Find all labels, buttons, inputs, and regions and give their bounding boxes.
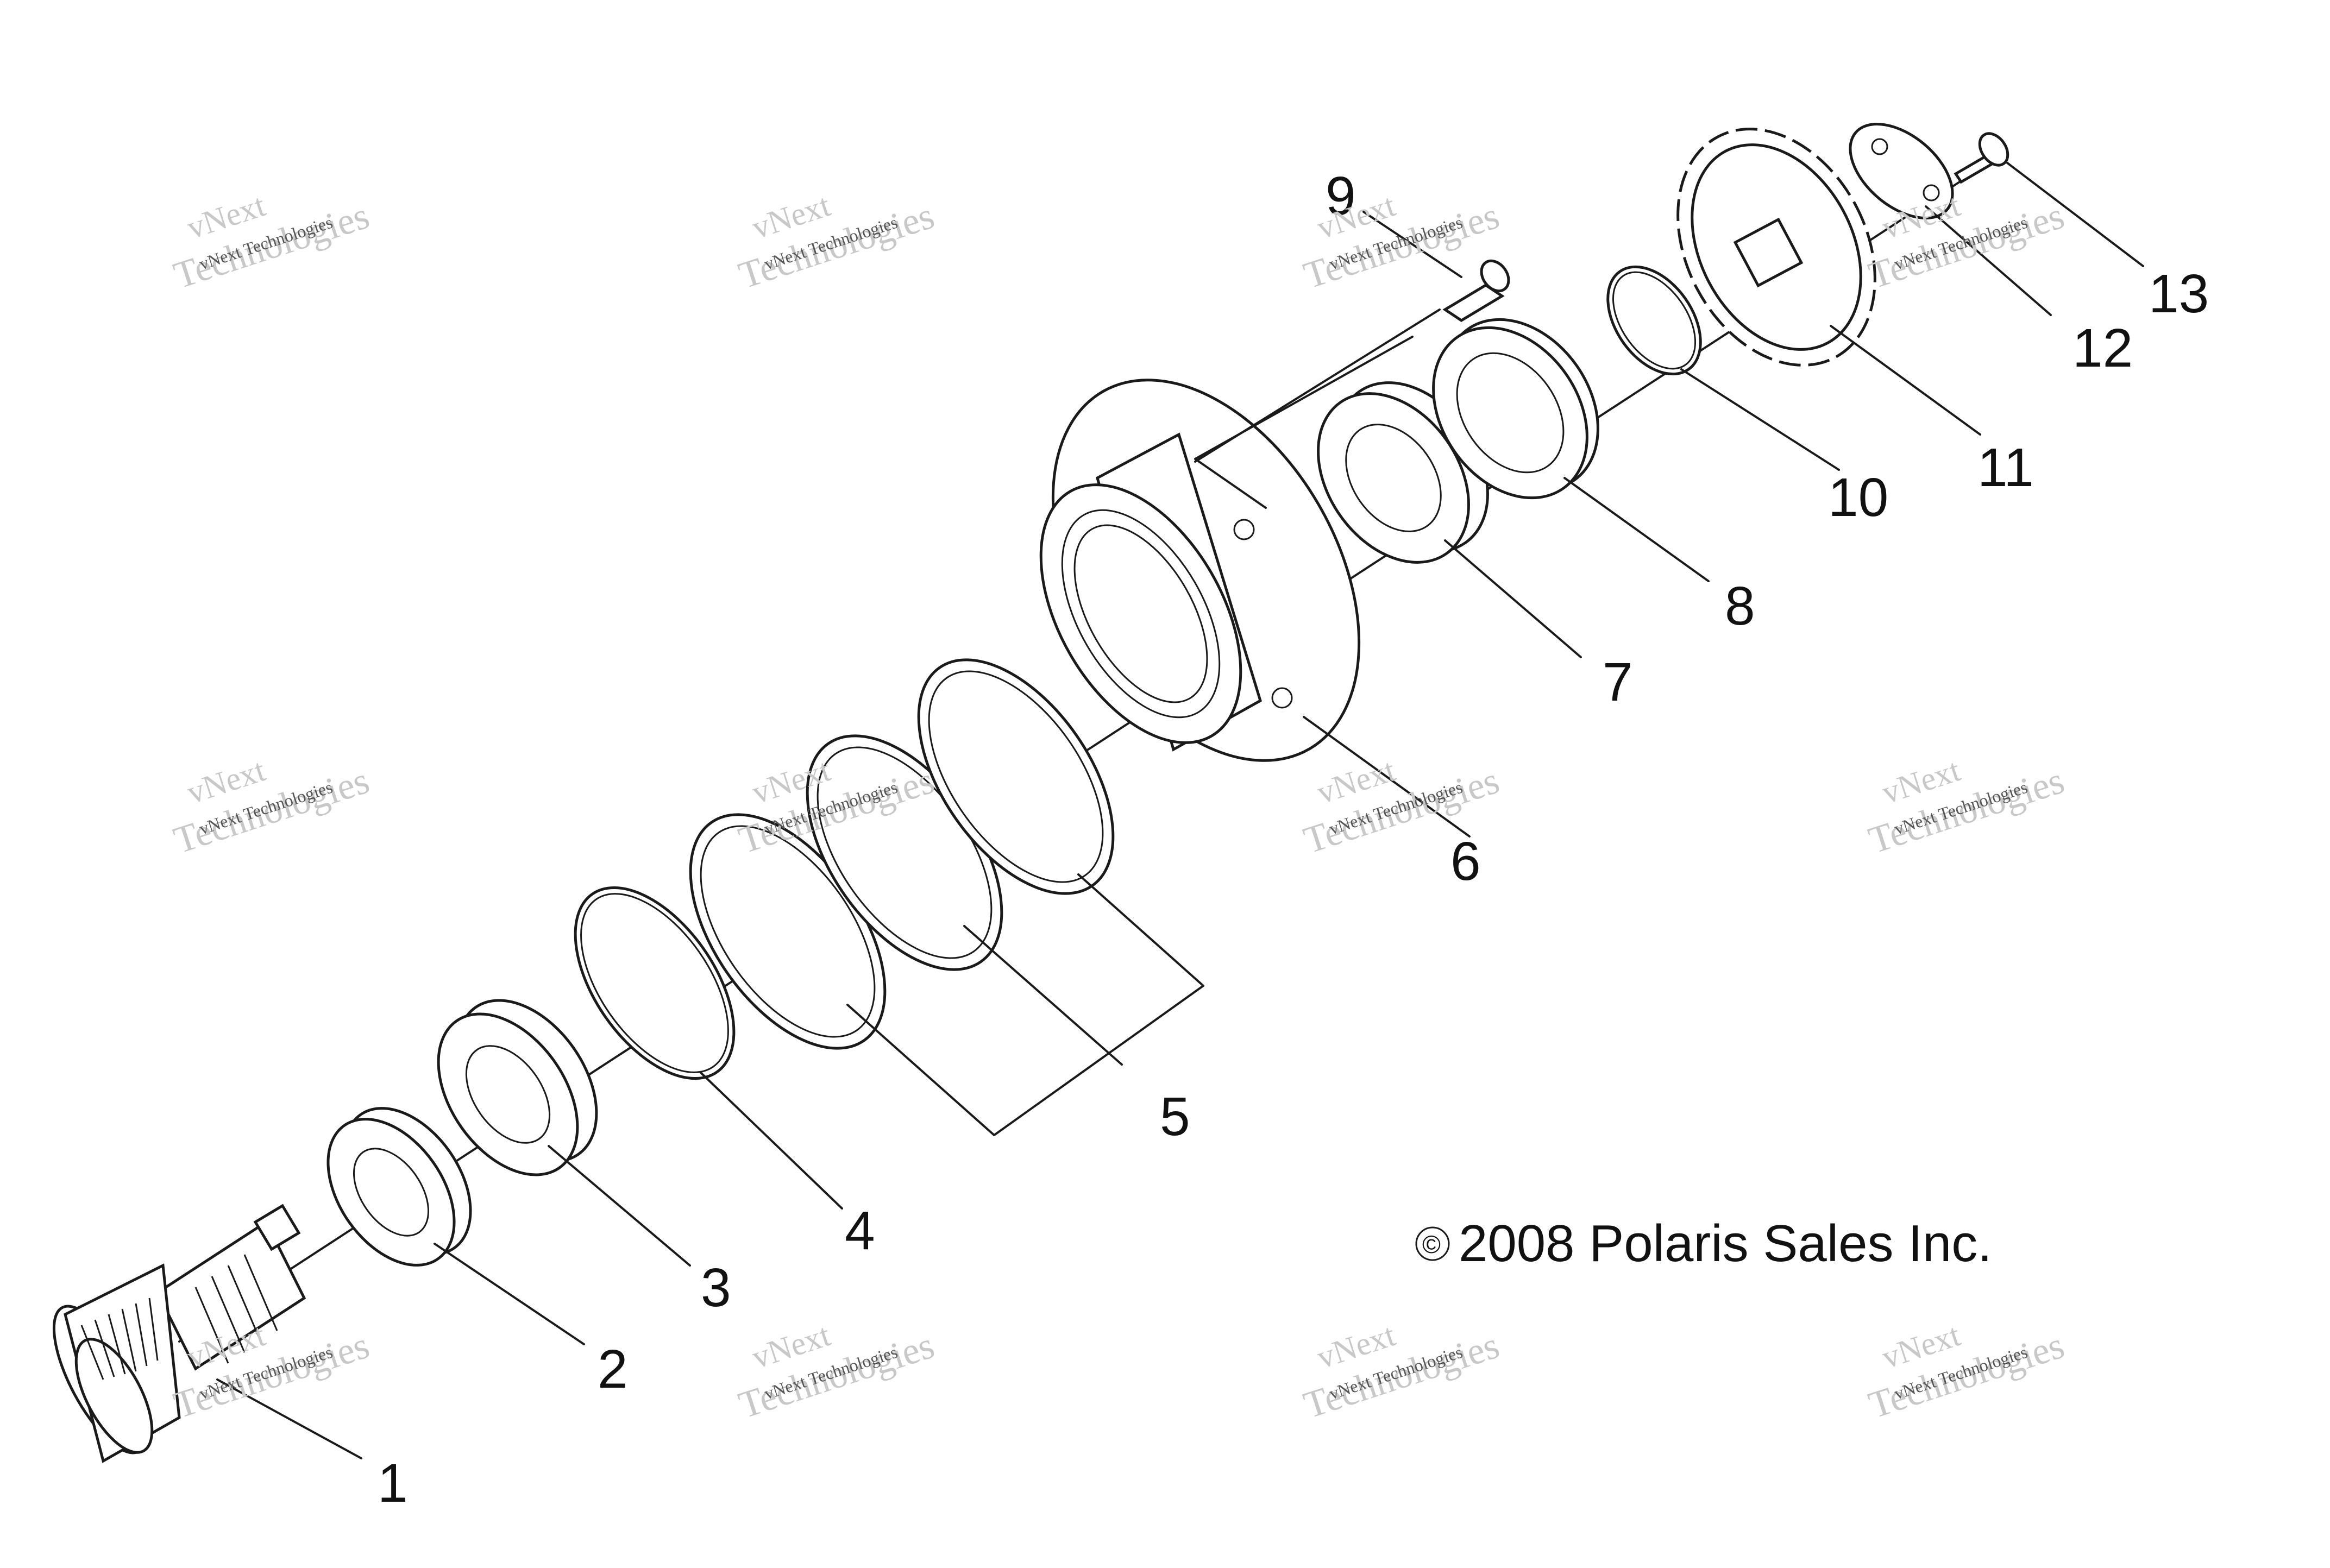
leader-6 — [1303, 716, 1471, 837]
callout-13: 13 — [2149, 263, 2209, 324]
leader-10 — [1680, 368, 1840, 471]
leader-1 — [216, 1378, 362, 1459]
copyright-text: 2008 Polaris Sales Inc. — [1459, 1214, 1992, 1273]
part-12-retainer-plate — [1849, 123, 1954, 219]
part-8-splined-seal — [1432, 318, 1599, 500]
callout-4: 4 — [845, 1200, 875, 1261]
leader-12 — [1925, 205, 2052, 316]
copyright-notice: © 2008 Polaris Sales Inc. — [1415, 1214, 1992, 1273]
bracket-9 — [1194, 336, 1414, 509]
bracket-5-mid — [963, 925, 1123, 1066]
part-10-snap-ring — [1606, 265, 1702, 376]
part-4-o-ring — [574, 886, 736, 1080]
leader-7 — [1444, 539, 1582, 658]
leader-3 — [548, 1145, 691, 1267]
bracket-5 — [846, 873, 1204, 1136]
callout-9: 9 — [1326, 166, 1356, 226]
part-2-bearing — [326, 1107, 472, 1267]
part-1-bevel-gear-shaft — [52, 1204, 306, 1463]
callout-8: 8 — [1725, 576, 1755, 637]
leader-4 — [700, 1072, 843, 1210]
part-3-bearing — [437, 999, 598, 1176]
callout-1: 1 — [378, 1453, 408, 1514]
part-5-gaskets — [689, 658, 1115, 1050]
callout-3: 3 — [701, 1257, 731, 1318]
callout-10: 10 — [1828, 467, 1888, 528]
leader-13 — [2006, 162, 2144, 267]
leader-11 — [1830, 325, 1981, 436]
callout-2: 2 — [598, 1339, 628, 1400]
part-11-sprocket — [1676, 128, 1876, 367]
leader-8 — [1563, 477, 1710, 582]
leader-9 — [1362, 211, 1462, 278]
leader-2 — [434, 1243, 585, 1345]
callout-11: 11 — [1977, 437, 2034, 498]
callout-7: 7 — [1603, 652, 1633, 713]
callout-5: 5 — [1160, 1086, 1190, 1147]
copyright-symbol: © — [1422, 1230, 1441, 1258]
callout-12: 12 — [2072, 318, 2133, 379]
copyright-symbol-circle — [1415, 1226, 1450, 1261]
part-13-bolt — [1954, 132, 2009, 184]
callout-6: 6 — [1450, 831, 1481, 892]
part-6-bearing-housing — [1039, 379, 1361, 762]
